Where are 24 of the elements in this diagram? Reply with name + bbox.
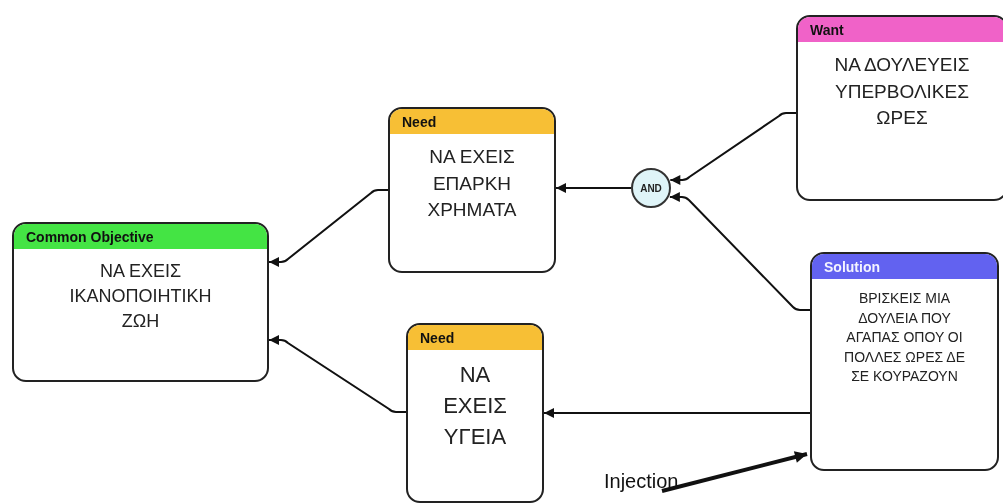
card-header: Need <box>408 325 542 350</box>
card-text: ΝΑ ΕΧΕΙΣ ΙΚΑΝΟΠΟΙΗΤΙΚΗ ΖΩΗ <box>68 260 213 334</box>
card-header: Solution <box>812 254 997 279</box>
card-header: Want <box>798 17 1003 42</box>
card-header: Need <box>390 109 554 134</box>
connector-arrow <box>661 451 808 493</box>
free-label: Injection <box>604 470 679 493</box>
card-text: ΝΑ ΕΧΕΙΣ ΥΓΕΙΑ <box>442 361 508 451</box>
node-card <box>796 15 1003 201</box>
card-text: ΒΡΙΣΚΕΙΣ ΜΙΑ ΔΟΥΛΕΙΑ ΠΟΥ ΑΓΑΠΑΣ ΟΠΟΥ ΟΙ ΠΟΛΛΕΣ ΩΡΕΣ ΔΕ ΣΕ ΚΟΥΡΑΖΟΥΝ <box>843 289 966 387</box>
connector-arrow <box>669 112 797 185</box>
and-gate-circle: AND <box>631 168 671 208</box>
node-card <box>12 222 269 382</box>
connector-arrow <box>668 192 811 311</box>
connector-arrow <box>268 189 389 267</box>
connector-arrow <box>543 408 811 418</box>
node-card <box>810 252 999 471</box>
node-card <box>388 107 556 273</box>
connector-arrow <box>555 183 632 193</box>
node-card <box>406 323 544 503</box>
card-text: ΝΑ ΔΟΥΛΕΥΕΙΣ ΥΠΕΡΒΟΛΙΚΕΣ ΩΡΕΣ <box>833 53 971 131</box>
card-text: ΝΑ ΕΧΕΙΣ ΕΠΑΡΚΗ ΧΡΗΜΑΤΑ <box>426 145 518 223</box>
card-header: Common Objective <box>14 224 267 249</box>
connector-arrow <box>268 335 407 413</box>
